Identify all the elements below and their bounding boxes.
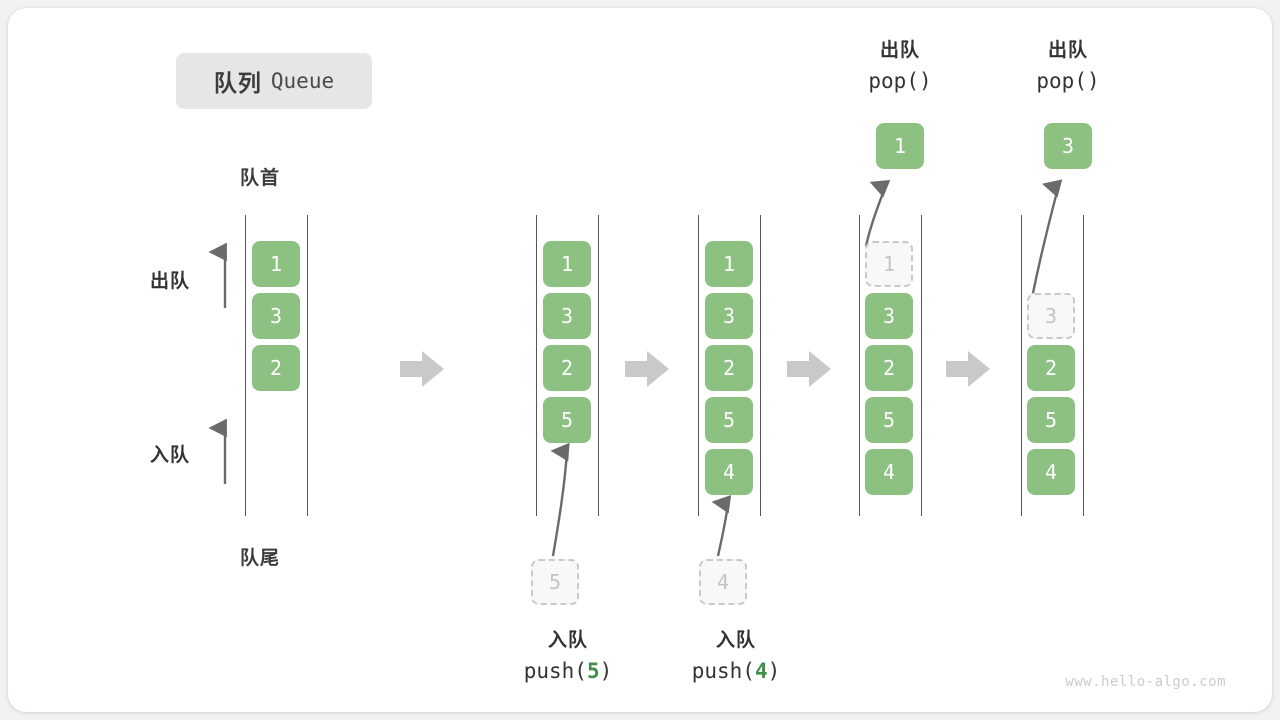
pop-3-header: 出队 pop() [988, 36, 1148, 96]
push-5-caption-code: push(5) [478, 656, 658, 686]
push-5-caption-cn: 入队 [547, 630, 588, 651]
queue-rail-right-col1 [307, 215, 308, 516]
queue-rail-left-col3 [698, 215, 699, 516]
push-4-caption-cn: 入队 [715, 630, 756, 651]
queue-cell: 2 [1027, 345, 1075, 391]
title-en: Queue [270, 69, 335, 93]
push-5-caption: 入队 push(5) [478, 626, 658, 686]
pop-3-header-cn: 出队 [1047, 40, 1088, 61]
queue-cell: 2 [705, 345, 753, 391]
push-4-close: ) [767, 659, 781, 683]
popped-cell: 1 [876, 123, 924, 169]
queue-cell: 3 [705, 293, 753, 339]
queue-rail-left-col5 [1021, 215, 1022, 516]
queue-cell: 5 [865, 397, 913, 443]
push-4-op: push( [691, 659, 755, 683]
queue-cell-ghost: 1 [865, 241, 913, 287]
queue-cell: 5 [543, 397, 591, 443]
queue-cell: 1 [252, 241, 300, 287]
queue-cell: 4 [1027, 449, 1075, 495]
queue-cell: 3 [865, 293, 913, 339]
queue-cell-ghost: 3 [1027, 293, 1075, 339]
dequeue-direction-label: 出队 [150, 271, 191, 292]
enqueue-arrow-icon [711, 494, 732, 557]
step-arrow-icon [400, 351, 444, 387]
push-4-arg: 4 [754, 659, 768, 683]
popped-cell: 3 [1044, 123, 1092, 169]
pop-3-header-code: pop() [1036, 69, 1100, 93]
queue-cell: 5 [705, 397, 753, 443]
queue-rail-right-col5 [1083, 215, 1084, 516]
queue-cell: 2 [543, 345, 591, 391]
incoming-ghost-cell: 5 [531, 559, 579, 605]
queue-cell: 1 [543, 241, 591, 287]
watermark: www.hello-algo.com [1065, 674, 1226, 690]
queue-cell: 5 [1027, 397, 1075, 443]
queue-cell: 2 [252, 345, 300, 391]
queue-rail-left-col2 [536, 215, 537, 516]
enqueue-arrow-icon [550, 442, 570, 557]
push-5-op: push( [523, 659, 587, 683]
pop-1-header: 出队 pop() [820, 36, 980, 96]
queue-rail-left-col4 [859, 215, 860, 516]
queue-rail-right-col4 [921, 215, 922, 516]
dequeue-arrow-icon [1030, 179, 1063, 299]
queue-cell: 3 [543, 293, 591, 339]
enqueue-direction-label: 入队 [150, 445, 191, 466]
queue-rear-label: 队尾 [240, 548, 281, 569]
queue-cell: 4 [865, 449, 913, 495]
queue-rail-right-col3 [760, 215, 761, 516]
queue-cell: 3 [252, 293, 300, 339]
queue-front-label: 队首 [240, 168, 281, 189]
push-4-caption-code: push(4) [646, 656, 826, 686]
queue-rail-left-col1 [245, 215, 246, 516]
enqueue-direction-arrow-icon [208, 418, 227, 484]
pop-1-header-code: pop() [868, 69, 932, 93]
title-cn: 队列 [213, 70, 262, 96]
push-5-close: ) [599, 659, 613, 683]
queue-cell: 1 [705, 241, 753, 287]
queue-rail-right-col2 [598, 215, 599, 516]
dequeue-direction-arrow-icon [208, 242, 227, 308]
diagram-title-chip: 队列 Queue [176, 53, 372, 109]
diagram-card: 队列 Queue 队首 队尾 出队 入队 1 3 2 [8, 8, 1272, 712]
step-arrow-icon [787, 351, 831, 387]
queue-cell: 2 [865, 345, 913, 391]
queue-cell: 4 [705, 449, 753, 495]
push-5-arg: 5 [586, 659, 600, 683]
incoming-ghost-cell: 4 [699, 559, 747, 605]
pop-1-header-cn: 出队 [879, 40, 920, 61]
push-4-caption: 入队 push(4) [646, 626, 826, 686]
step-arrow-icon [946, 351, 990, 387]
step-arrow-icon [625, 351, 669, 387]
dequeue-arrow-icon [864, 180, 891, 247]
